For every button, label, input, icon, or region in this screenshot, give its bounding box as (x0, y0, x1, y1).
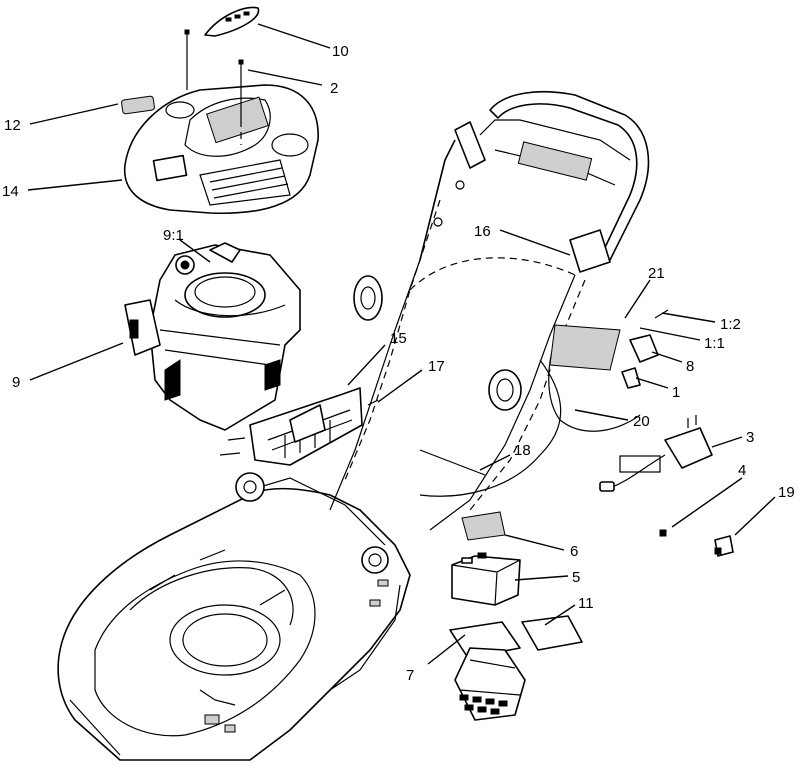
bolt-17 (367, 399, 379, 406)
screws-2 (184, 29, 244, 145)
callout-11: 11 (578, 595, 594, 612)
key-switch-assembly (549, 309, 669, 389)
callout-1: 1 (672, 384, 680, 401)
callout-1-2: 1:2 (720, 316, 741, 333)
callout-18: 18 (514, 442, 531, 459)
callout-1-1: 1:1 (704, 335, 725, 352)
part-4 (659, 529, 667, 537)
callout-17: 17 (428, 358, 445, 375)
callout-labels: 10 2 12 14 9:1 9 16 21 1:2 1:1 8 1 15 17… (2, 43, 795, 684)
callout-12: 12 (4, 117, 21, 134)
knob-19 (714, 535, 734, 557)
callout-14: 14 (2, 183, 19, 200)
callout-19: 19 (778, 484, 795, 501)
callout-21: 21 (648, 265, 665, 282)
callout-6: 6 (570, 543, 578, 560)
callout-5: 5 (572, 569, 580, 586)
engine-cover (123, 84, 319, 215)
charger-3 (599, 415, 713, 492)
callout-4: 4 (738, 462, 746, 479)
callout-8: 8 (686, 358, 694, 375)
callout-20: 20 (633, 413, 650, 430)
callout-15: 15 (390, 330, 407, 347)
callout-10: 10 (332, 43, 349, 60)
rear-flap (235, 387, 363, 502)
handle-assembly (329, 90, 650, 531)
emblem-12 (121, 95, 155, 115)
engine (124, 242, 301, 431)
bolts (219, 437, 246, 456)
cable (419, 359, 562, 497)
callout-16: 16 (474, 223, 491, 240)
callout-3: 3 (746, 429, 754, 446)
callout-7: 7 (406, 667, 414, 684)
callout-9-1: 9:1 (163, 227, 184, 244)
mower-deck (57, 477, 411, 761)
decal-10 (204, 6, 260, 37)
battery-parts (449, 511, 583, 721)
callout-2: 2 (330, 80, 338, 97)
leader-lines (27, 23, 776, 665)
callout-9: 9 (12, 374, 20, 391)
